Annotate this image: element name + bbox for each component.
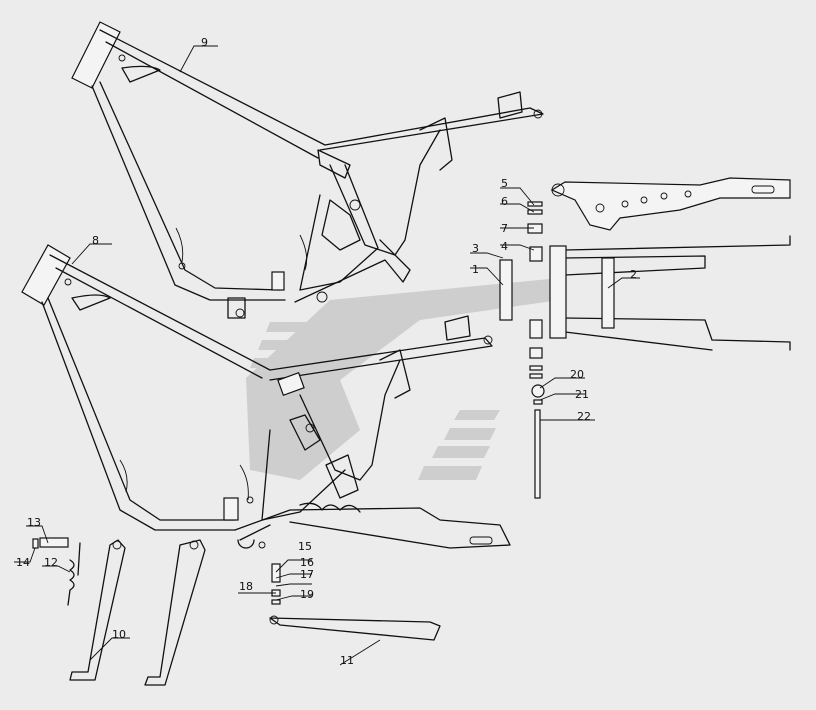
callout-4: 4: [501, 240, 508, 253]
callout-14: 14: [16, 556, 30, 569]
callout-13: 13: [27, 516, 41, 529]
callout-11: 11: [340, 654, 354, 667]
swing-arm: [549, 235, 791, 351]
callout-5: 5: [501, 177, 508, 190]
callout-1: 1: [472, 263, 479, 276]
callout-2: 2: [630, 268, 637, 281]
callout-8: 8: [92, 234, 99, 247]
callout-10: 10: [112, 628, 126, 641]
upper-frame-assembly: [71, 21, 544, 319]
callout-15: 15: [298, 540, 312, 553]
stands-and-springs: [32, 537, 441, 686]
callout-9: 9: [201, 36, 208, 49]
callout-21: 21: [575, 388, 589, 401]
callout-6: 6: [501, 195, 508, 208]
callout-17: 17: [300, 568, 314, 581]
callout-19: 19: [300, 588, 314, 601]
callout-12: 12: [44, 556, 58, 569]
watermark-logo: [246, 278, 560, 480]
callout-20: 20: [570, 368, 584, 381]
callout-3: 3: [472, 242, 479, 255]
leader-lines: [14, 45, 640, 666]
callout-16: 16: [300, 556, 314, 569]
callout-18: 18: [239, 580, 253, 593]
small-parts-column: [499, 201, 545, 499]
swing-arm-plate: [550, 177, 791, 231]
callout-7: 7: [501, 222, 508, 235]
callout-22: 22: [577, 410, 591, 423]
lower-frame-assembly: [21, 244, 511, 549]
callout-labels: 9 8 1 2 3 4 5 6 7 20 21 22 10 11 12 13 1…: [16, 36, 637, 667]
